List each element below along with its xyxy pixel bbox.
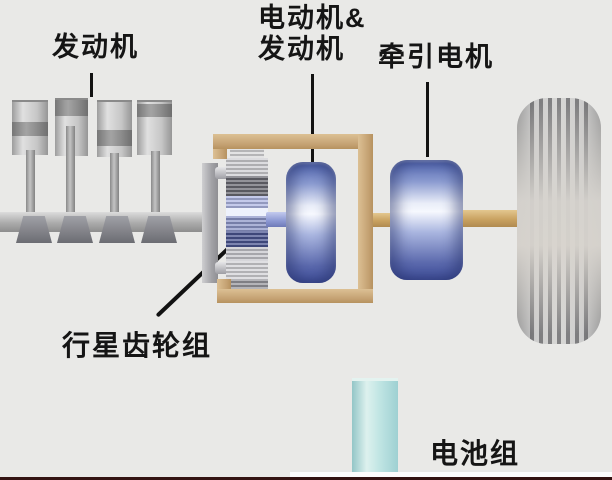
gear-band (226, 176, 268, 196)
sun-gear-shaft (266, 212, 288, 227)
frame-bottom-bar (217, 289, 373, 303)
gear-band (226, 247, 268, 261)
motor-generator-leader-line (311, 74, 314, 162)
drive-shaft-segment (373, 213, 391, 227)
motor-generator (286, 162, 336, 283)
piston-rod (26, 150, 35, 215)
gear-band (226, 216, 268, 231)
gear-band (226, 231, 268, 247)
battery-pack (352, 378, 398, 477)
traction-motor (390, 160, 463, 280)
bottom-border-line (0, 477, 612, 480)
motor-generator-label-line1: 电动机& (258, 3, 367, 33)
gear-band (230, 148, 264, 158)
motor-generator-label: 电动机& 发动机 (258, 3, 367, 65)
motor-generator-label-line2: 发动机 (258, 34, 345, 65)
traction-motor-leader-line (426, 82, 429, 157)
gear-band (226, 196, 268, 208)
frame-right-bar (358, 134, 373, 303)
battery-label: 电池组 (430, 438, 521, 469)
wheel (517, 98, 601, 344)
piston-rod (66, 126, 75, 218)
carrier-plate (202, 163, 218, 283)
drive-shaft-segment (461, 210, 519, 227)
wheel-highlight (517, 98, 601, 344)
piston-ring-band (137, 104, 172, 117)
gear-band (226, 158, 268, 176)
frame-top-bar (213, 134, 373, 149)
planetary-gear-label: 行星齿轮组 (62, 330, 213, 361)
piston-ring-band (55, 100, 88, 116)
piston-rod (151, 151, 160, 215)
engine-label: 发动机 (52, 32, 139, 62)
gear-band (226, 279, 268, 292)
gear-band (226, 208, 268, 216)
traction-motor-label: 牵引电机 (378, 42, 494, 72)
frame-bottom-lip (217, 279, 231, 289)
bottom-white-strip (290, 472, 612, 478)
piston-rod (110, 153, 119, 237)
piston (97, 100, 132, 157)
piston-ring-band (97, 130, 132, 146)
gear-band (226, 261, 268, 279)
engine-leader-line (90, 73, 93, 97)
frame-top-lip (213, 149, 227, 159)
piston-ring-band (12, 122, 48, 136)
